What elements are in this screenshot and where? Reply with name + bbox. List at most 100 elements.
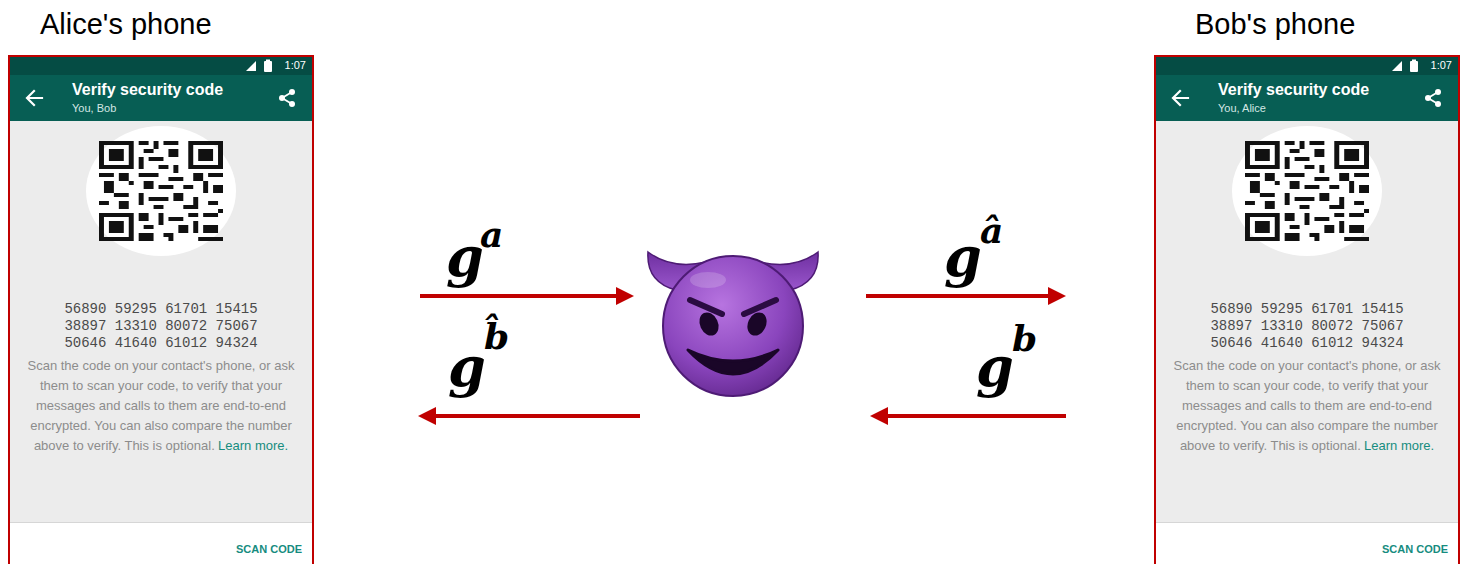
- share-dot: [289, 89, 295, 95]
- footer-bar: SCAN CODE: [10, 522, 312, 564]
- signal-icon: [1392, 61, 1402, 71]
- share-dot: [1435, 89, 1441, 95]
- phone-heading: Bob's phone: [1195, 8, 1355, 41]
- secret-exponent: b̂: [484, 315, 509, 357]
- phone-screen: 1:07 Verify security codeYou, BobSCAN CO…: [8, 55, 314, 564]
- math-label-slot: â: [980, 212, 1003, 248]
- status-bar: 1:07: [10, 57, 312, 75]
- qr-code-badge: [85, 125, 237, 257]
- button-slot: SCAN CODE: [236, 543, 302, 555]
- back-arrow-path: [1173, 91, 1188, 105]
- screen-title: Verify security code: [1218, 81, 1369, 99]
- signal-icon: [246, 61, 256, 71]
- arrow-head: [870, 407, 888, 425]
- secret-exponent: a: [480, 213, 503, 255]
- qr-circle: [86, 126, 236, 256]
- title-slot: Verify security code: [1218, 81, 1369, 99]
- paragraph-slot: Scan the code on your contact's phone, o…: [16, 356, 306, 456]
- screen-subtitle: You, Alice: [1218, 102, 1266, 114]
- devil-eye: [696, 309, 722, 338]
- math-label-slot: b̂: [484, 318, 509, 354]
- share-dot: [289, 101, 295, 107]
- share-dot: [1425, 95, 1431, 101]
- subtitle-slot: You, Alice: [1218, 102, 1266, 114]
- math-label-slot: g: [976, 340, 1014, 394]
- qr-code-badge: [1231, 125, 1383, 257]
- subtitle-slot: You, Bob: [72, 102, 116, 114]
- math-label-slot: g: [446, 230, 484, 284]
- heading-slot: Alice's phone: [40, 8, 212, 41]
- group-generator: g: [976, 335, 1014, 399]
- status-time: 1:07: [1431, 59, 1452, 71]
- devil-eye: [744, 309, 770, 338]
- icon-holder: [24, 88, 44, 112]
- heading-slot: Bob's phone: [1195, 8, 1355, 41]
- phone-screen: 1:07 Verify security codeYou, AliceSCAN …: [1154, 55, 1460, 564]
- icon-holder: [1424, 88, 1442, 112]
- phone-node: Alice's phone 1:07 Verify security codeY…: [8, 0, 314, 564]
- math-label-slot: g: [944, 230, 982, 284]
- back-arrow-path: [27, 91, 42, 105]
- devil-grin: [688, 350, 778, 374]
- secret-exponent: b: [1012, 317, 1037, 359]
- qr-circle: [1232, 126, 1382, 256]
- battery-tip: [266, 60, 270, 62]
- arrow-head: [418, 407, 436, 425]
- status-time: 1:07: [285, 59, 306, 71]
- share-dot: [1435, 101, 1441, 107]
- security-code: 56890 59295 61701 15415 38897 13310 8007…: [61, 301, 261, 352]
- scan-code-button: SCAN CODE: [1382, 543, 1448, 555]
- battery-icon: [264, 61, 272, 72]
- devil-brow: [744, 300, 776, 314]
- arrow-line: [884, 414, 1066, 418]
- footer-bar: SCAN CODE: [1156, 522, 1458, 564]
- arrow-line: [432, 414, 640, 418]
- button-slot: SCAN CODE: [1382, 543, 1448, 555]
- phone-node: Bob's phone 1:07 Verify security codeYou…: [1154, 0, 1460, 564]
- group-generator: g: [944, 225, 982, 289]
- icon-holder: [1231, 125, 1383, 261]
- scan-code-button: SCAN CODE: [236, 543, 302, 555]
- code-slot: 56890 59295 61701 15415 38897 13310 8007…: [1207, 301, 1407, 352]
- screen-title: Verify security code: [72, 81, 223, 99]
- status-icons: [1390, 59, 1424, 73]
- status-icons: [244, 59, 278, 73]
- group-generator: g: [446, 225, 484, 289]
- arrow-line: [420, 294, 620, 298]
- title-slot: Verify security code: [72, 81, 223, 99]
- math-label-slot: b: [1012, 320, 1037, 356]
- paragraph-slot: Scan the code on your contact's phone, o…: [1162, 356, 1452, 456]
- status-bar: 1:07: [1156, 57, 1458, 75]
- math-label-slot: g: [448, 340, 486, 394]
- battery-tip: [1412, 60, 1416, 62]
- devil-face: [663, 256, 803, 396]
- arrow-head: [1048, 287, 1066, 305]
- app-bar: Verify security codeYou, Alice: [1156, 75, 1458, 121]
- app-bar: Verify security codeYou, Bob: [10, 75, 312, 121]
- qr-code: [99, 141, 223, 241]
- icon-holder: [1170, 88, 1190, 112]
- screen-subtitle: You, Bob: [72, 102, 116, 114]
- group-generator: g: [448, 335, 486, 399]
- battery-icon: [1410, 61, 1418, 72]
- qr-modules: [1245, 141, 1369, 241]
- math-label-slot: a: [480, 216, 503, 252]
- time-slot: 1:07: [285, 59, 306, 71]
- learn-more-link: Learn more.: [1364, 438, 1434, 453]
- share-icon: [278, 88, 296, 108]
- secret-exponent: â: [980, 209, 1003, 251]
- back-arrow: [24, 88, 44, 108]
- icon-holder: [85, 125, 237, 261]
- arrow-line: [866, 294, 1052, 298]
- code-slot: 56890 59295 61701 15415 38897 13310 8007…: [61, 301, 261, 352]
- arrow-head: [616, 287, 634, 305]
- security-code: 56890 59295 61701 15415 38897 13310 8007…: [1207, 301, 1407, 352]
- phone-heading: Alice's phone: [40, 8, 212, 41]
- devil-brow: [690, 300, 722, 314]
- learn-more-link: Learn more.: [218, 438, 288, 453]
- qr-modules: [99, 141, 223, 241]
- share-dot: [279, 95, 285, 101]
- back-arrow: [1170, 88, 1190, 108]
- devil-emoji: [648, 252, 818, 396]
- devil-shine: [690, 272, 726, 288]
